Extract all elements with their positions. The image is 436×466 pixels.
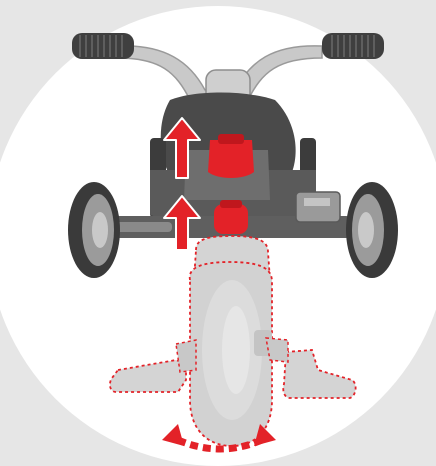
left-grip — [72, 33, 134, 59]
rear-wheel-right — [346, 182, 398, 278]
right-grip — [322, 33, 384, 59]
front-wheel-faded — [190, 262, 272, 446]
red-release-clip-top — [208, 134, 254, 178]
rear-wheel-left — [68, 182, 120, 278]
red-release-clip-bottom — [214, 200, 248, 234]
